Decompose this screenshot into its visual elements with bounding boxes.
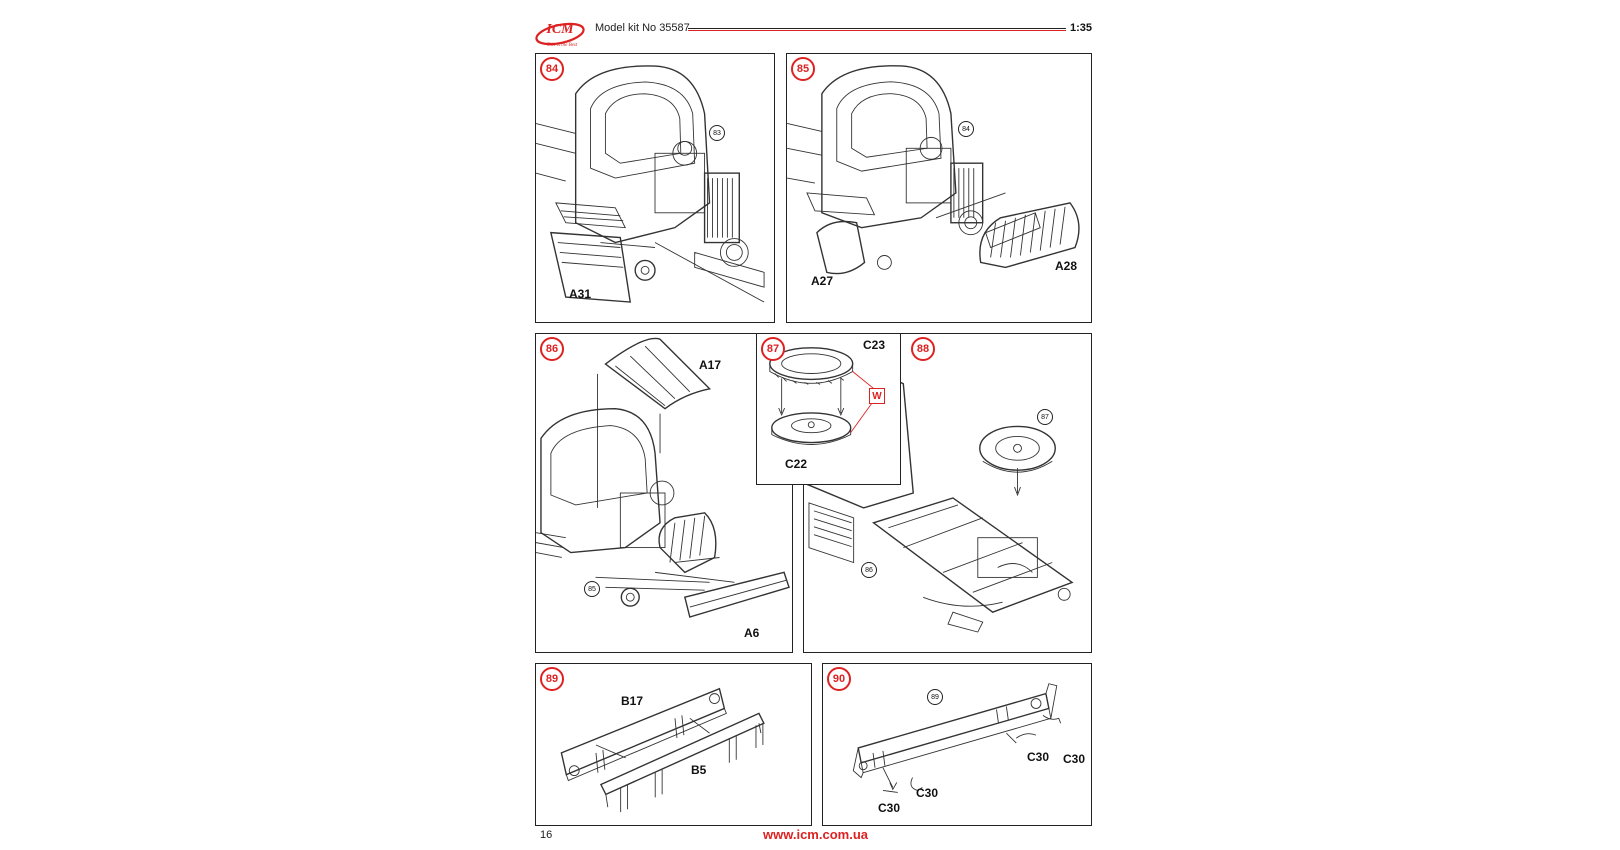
part-label: A6 <box>744 626 760 640</box>
step-number: 89 <box>540 667 564 691</box>
part-label: A28 <box>1055 259 1078 273</box>
step-number: 87 <box>761 337 785 361</box>
reference-step: 85 <box>584 581 600 597</box>
part-label: C30 <box>1063 752 1086 766</box>
step-84-panel: 84 83 A31 <box>535 53 775 323</box>
part-label: A27 <box>811 274 834 288</box>
step-85-drawing <box>787 65 1080 275</box>
glue-mark: W <box>869 388 885 404</box>
part-label: B5 <box>691 763 707 777</box>
logo-text: ICM <box>545 22 574 37</box>
part-label: C30 <box>916 786 939 800</box>
part-label: C22 <box>785 457 808 471</box>
step-86-drawing <box>536 337 790 618</box>
step-89-drawing <box>560 687 765 813</box>
part-label: C30 <box>1027 750 1050 764</box>
header-rule-red <box>688 30 1066 31</box>
step-number: 90 <box>827 667 851 691</box>
step-86-panel: 86 85 A17 A6 <box>535 333 793 653</box>
step-87-panel: 87 C23 C22 W <box>756 333 901 485</box>
part-label: C23 <box>863 338 886 352</box>
reference-step: 84 <box>958 121 974 137</box>
scale-label: 1:35 <box>1070 22 1093 34</box>
step-84-drawing <box>536 65 765 303</box>
kit-title: Model kit No 35587 <box>595 22 690 34</box>
icm-logo: ICM This is the Best <box>535 18 585 50</box>
step-90-drawing <box>852 683 1062 793</box>
reference-step: 83 <box>709 125 725 141</box>
reference-step: 87 <box>1037 409 1053 425</box>
step-85-panel: 85 84 A27 A28 <box>786 53 1092 323</box>
part-label: A17 <box>699 358 722 372</box>
website-link[interactable]: www.icm.com.ua <box>763 827 868 842</box>
header-rule <box>688 28 1066 29</box>
logo-tagline: This is the Best <box>547 43 578 48</box>
part-label: B17 <box>621 694 644 708</box>
step-number: 86 <box>540 337 564 361</box>
part-label: C30 <box>878 801 901 815</box>
step-87-drawing <box>769 347 874 445</box>
page-number: 16 <box>540 829 553 841</box>
reference-step: 86 <box>861 562 877 578</box>
step-number: 88 <box>911 337 935 361</box>
step-number: 84 <box>540 57 564 81</box>
part-label: A31 <box>569 287 592 301</box>
reference-step: 89 <box>927 689 943 705</box>
step-89-panel: 89 B17 B5 <box>535 663 812 826</box>
step-90-panel: 90 89 C30 C30 C30 C30 <box>822 663 1092 826</box>
step-number: 85 <box>791 57 815 81</box>
